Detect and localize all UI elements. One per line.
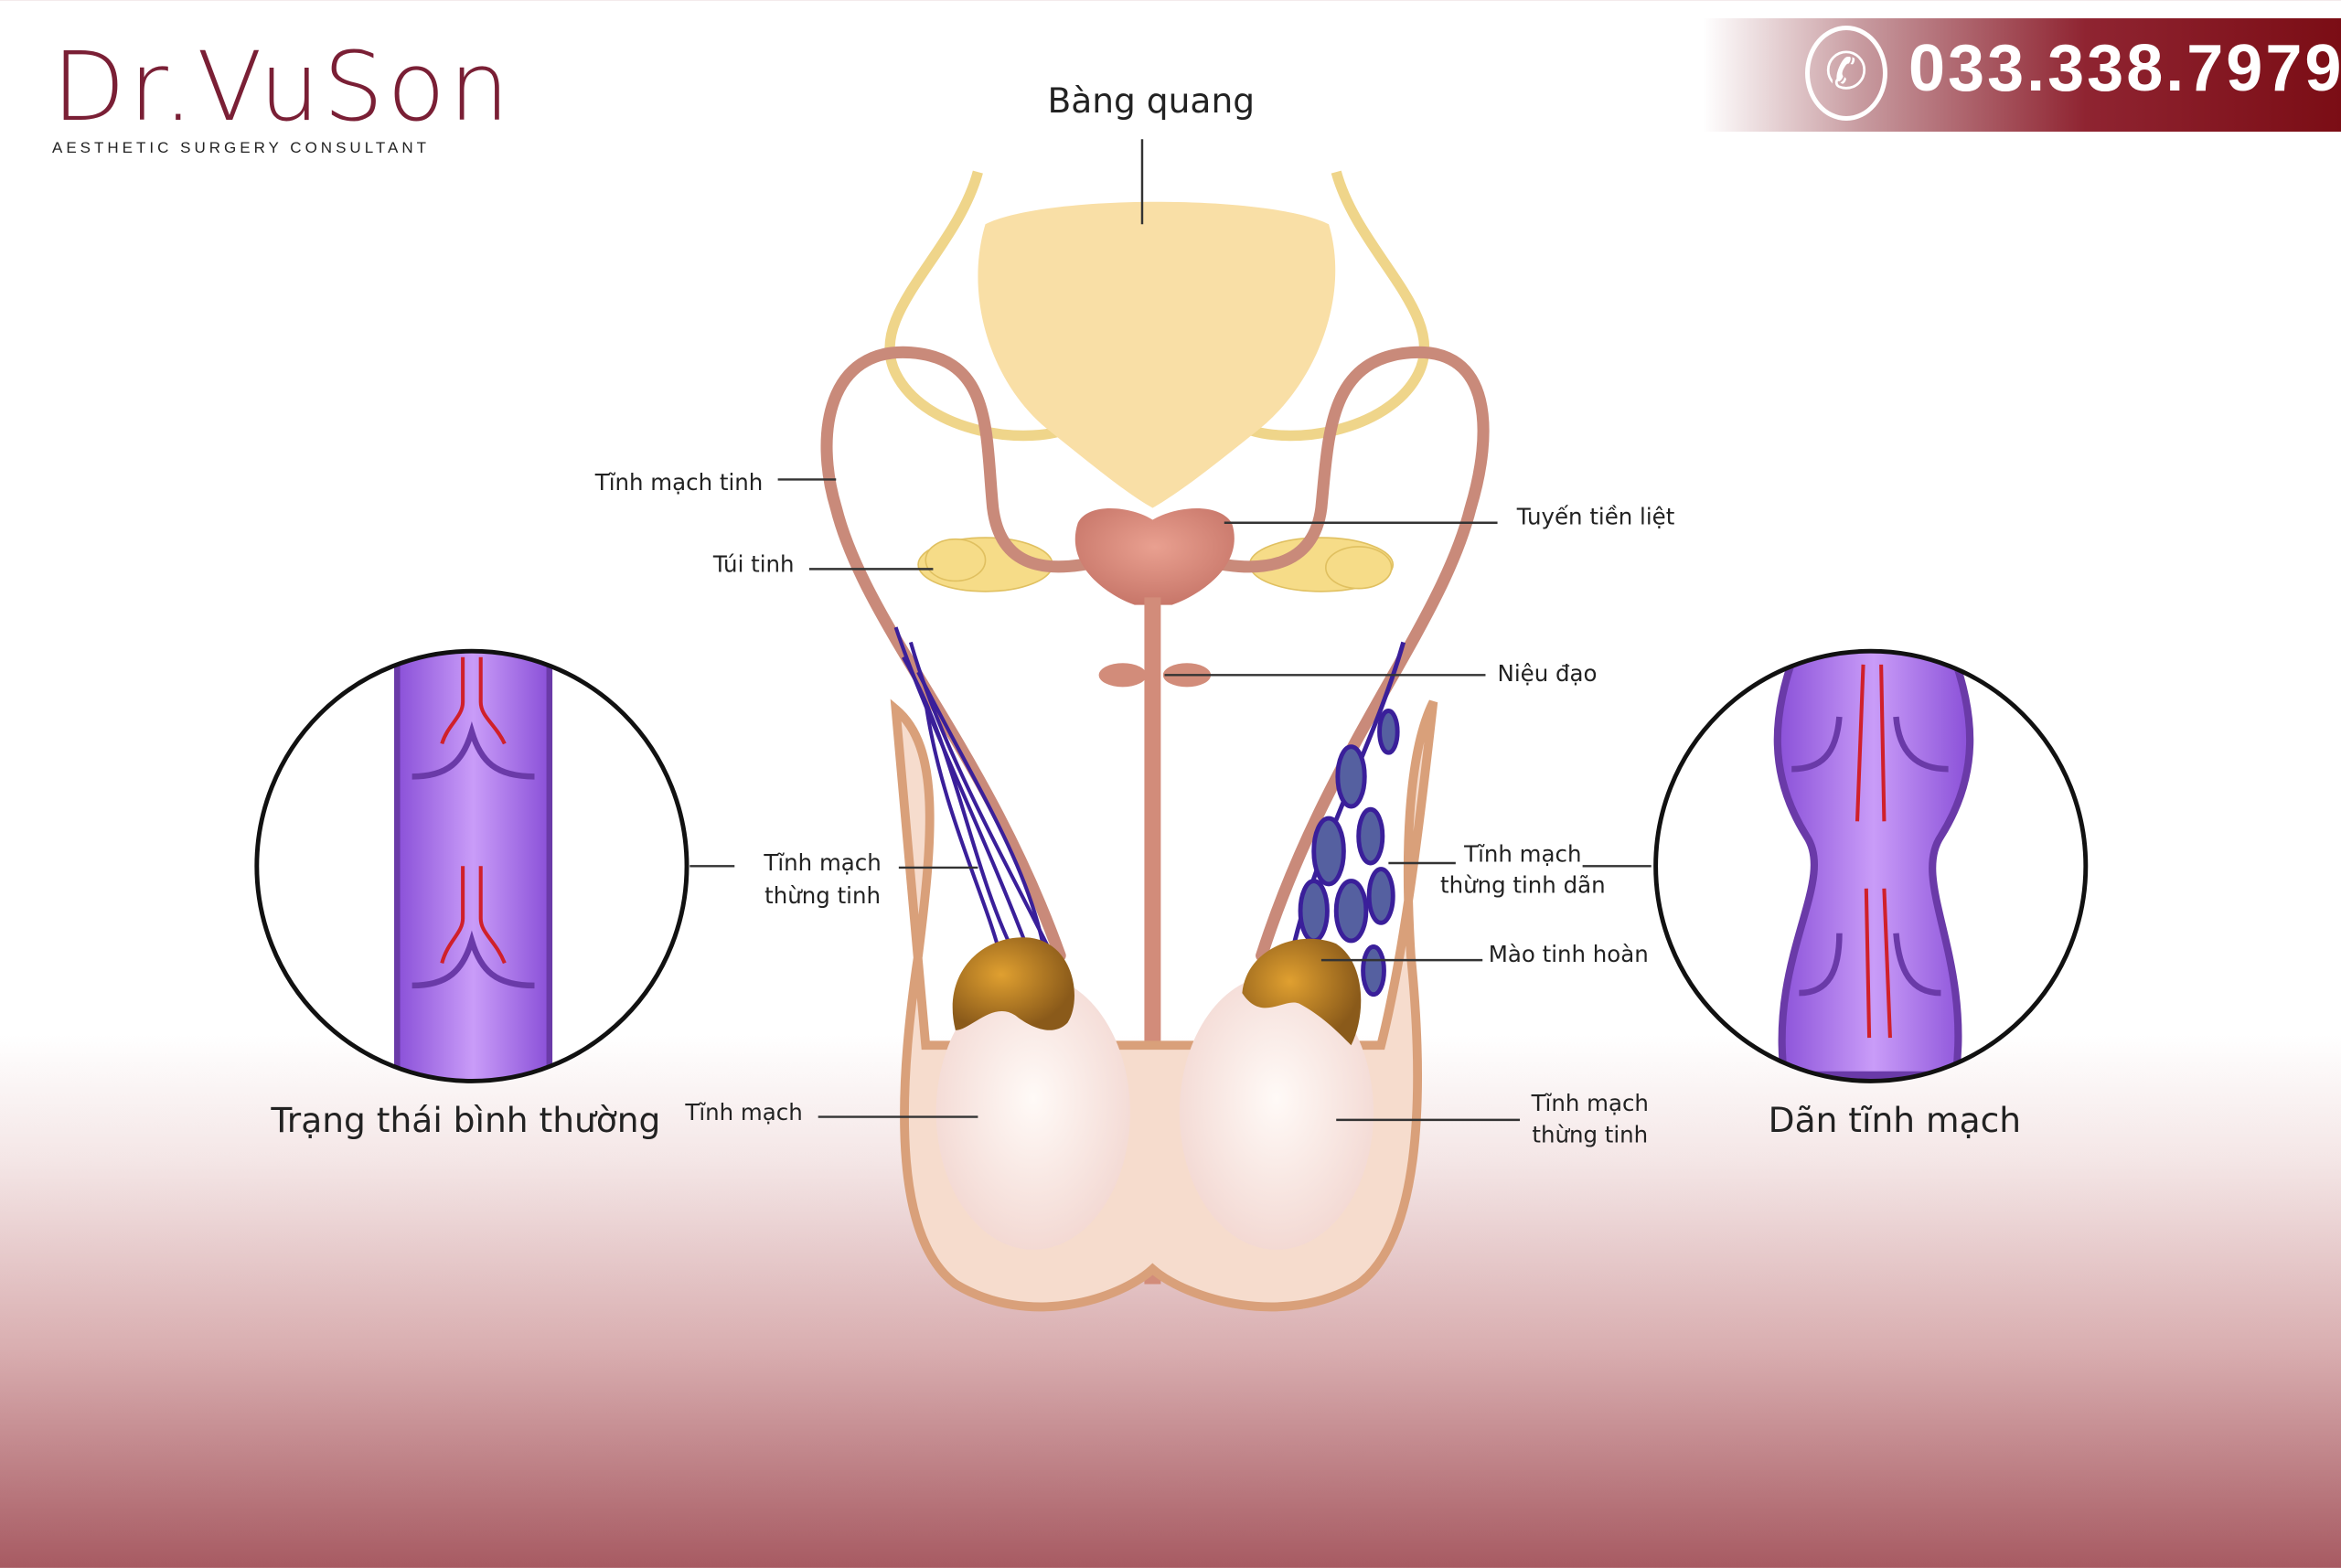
brand-tagline: AESTHETIC SURGERY CONSULTANT — [52, 139, 431, 156]
caption-normal-state: Trạng thái bình thường — [270, 1100, 660, 1140]
label-epididymis: Mào tinh hoàn — [1489, 941, 1649, 967]
leader-lines — [689, 139, 1652, 1122]
phone-banner[interactable]: ✆ 033.338.7979 — [1703, 18, 2341, 132]
epididymis-left — [952, 937, 1074, 1030]
brand-name: Dr.VuSon — [52, 31, 513, 143]
prostate — [1074, 508, 1235, 605]
phone-number[interactable]: 033.338.7979 — [1908, 32, 2341, 105]
dilated-veins — [1288, 641, 1406, 997]
epididymis-right — [1242, 938, 1362, 1046]
bladder — [978, 201, 1336, 508]
normal-veins — [893, 626, 1054, 957]
seminal-vesicles — [917, 537, 1395, 592]
label-seminal-vesicle: Túi tinh — [712, 551, 795, 578]
label-vein: Tĩnh mạch — [684, 1099, 802, 1125]
ureters — [884, 170, 1430, 442]
label-urethra: Niệu đạo — [1498, 660, 1598, 687]
label-bladder: Bàng quang — [1047, 80, 1255, 121]
caption-varicocele: Dãn tĩnh mạch — [1769, 1100, 2021, 1140]
testis-left — [935, 975, 1130, 1250]
brand-logo: Dr.VuSon AESTHETIC SURGERY CONSULTANT — [52, 31, 513, 174]
varicocele-detail — [1655, 651, 2086, 1082]
testis-right — [1179, 975, 1374, 1250]
normal-vein-detail — [256, 651, 688, 1082]
label-prostate: Tuyến tiền liệt — [1516, 503, 1675, 529]
label-vas-vein: Tĩnh mạch tinh — [594, 469, 764, 496]
phone-icon: ✆ — [1805, 26, 1887, 121]
